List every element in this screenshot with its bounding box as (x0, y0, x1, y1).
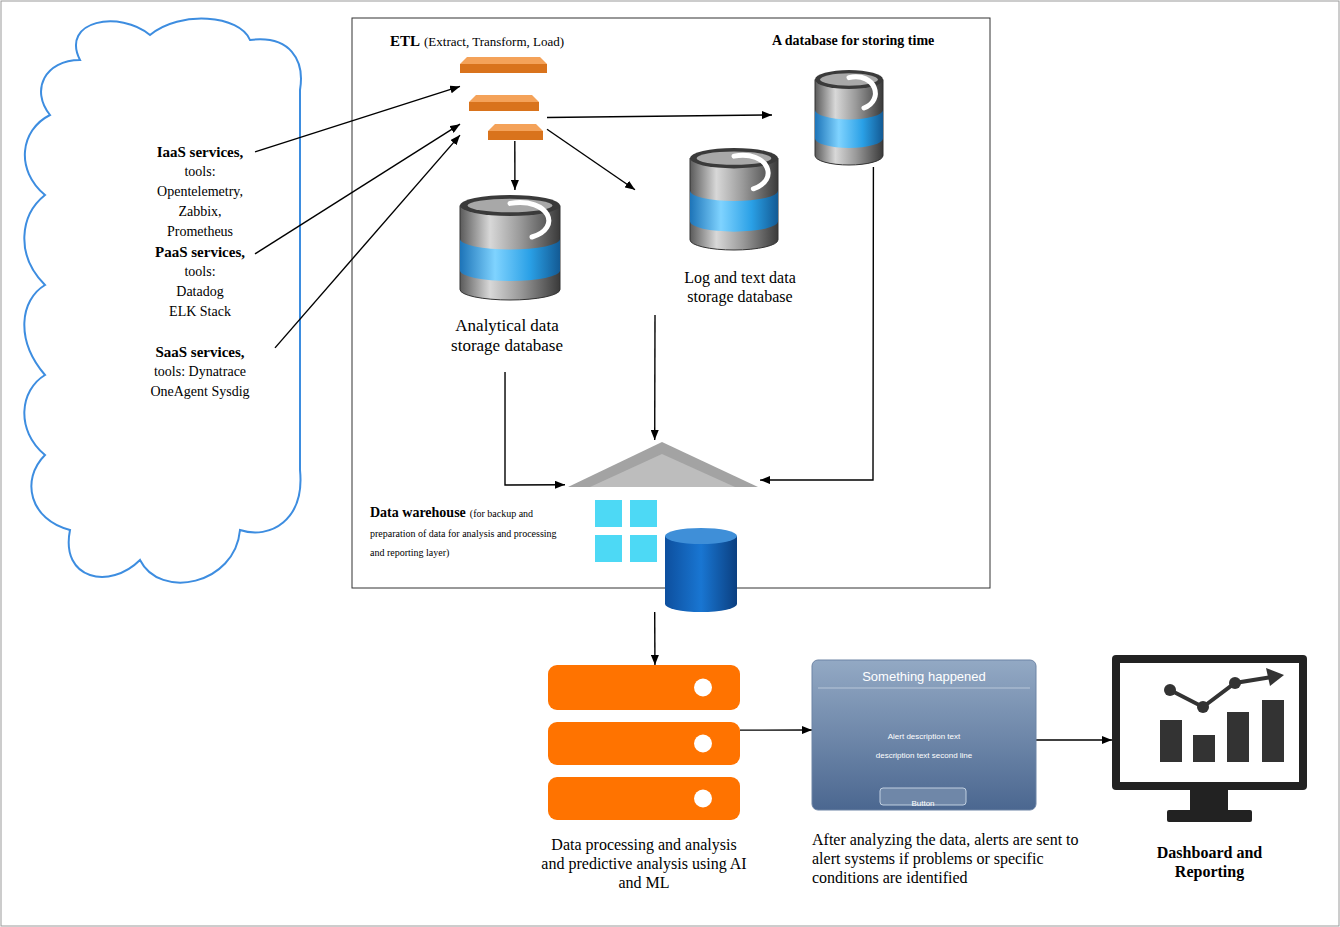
node-text: ETL (390, 33, 420, 49)
node-text: Button (911, 799, 934, 808)
text-block: tools: Dynatrace OneAgent Sysdig (125, 361, 275, 401)
flow-arrow (547, 129, 635, 190)
etl-icon (460, 57, 547, 141)
flow-arrow (255, 86, 460, 151)
cloud-outline (24, 19, 301, 583)
text-block: A database for storing time (772, 30, 967, 50)
flow-arrow (740, 729, 812, 730)
flow-arrow (654, 315, 656, 440)
text-block: tools: Datadog ELK Stack (168, 261, 232, 320)
text-block: Data processing and analysis and predict… (541, 835, 747, 893)
service-group: SaaS services, tools: Dynatrace OneAgent … (125, 342, 275, 401)
node-text: Analytical data storage database (451, 316, 563, 355)
text-block: Dashboard and Reporting (1152, 843, 1267, 881)
house-icon (565, 440, 760, 612)
time-database: A database for storing time (772, 30, 967, 167)
node-text: Log and text data storage database (684, 269, 796, 305)
processing-server: Data processing and analysis and predict… (548, 665, 740, 820)
log-database: Log and text data storage database (635, 148, 835, 315)
etl-process: ETL(Extract, Transform, Load) (460, 57, 547, 141)
flow-arrow (547, 115, 772, 118)
text-block: Log and text data storage database (665, 268, 815, 306)
node-text: After analyzing the data, alerts are sen… (812, 831, 1079, 886)
flow-arrow (255, 124, 460, 254)
flow-arrow (514, 141, 516, 190)
text-block: Something happened (812, 666, 1036, 685)
node-text: Data processing and analysis and predict… (541, 836, 746, 891)
db-icon (815, 70, 883, 165)
node-text: Alert description text description text … (876, 732, 973, 760)
node-text: Data warehouse (370, 505, 466, 520)
flow-arrow (505, 372, 565, 485)
text-block: tools: Opentelemetry, Zabbix, Prometheus (145, 161, 255, 240)
dashboard-monitor: Dashboard and Reporting (1112, 655, 1307, 825)
flow-arrow (654, 612, 656, 665)
node-text: (Extract, Transform, Load) (424, 34, 564, 49)
text-block: After analyzing the data, alerts are sen… (812, 830, 1080, 888)
db-icon (460, 195, 560, 300)
node-text: SaaS services, (155, 344, 244, 360)
text-block: Button (880, 791, 966, 810)
text-block: SaaS services, (125, 342, 275, 361)
text-block: IaaS services, (145, 142, 255, 161)
server-icon (548, 665, 740, 820)
text-block: Data warehouse(for backup and preparatio… (370, 502, 563, 560)
analytical-database: Analytical data storage database (425, 190, 590, 372)
node-text: PaaS services, (155, 244, 245, 260)
text-block: Alert description text description text … (869, 724, 979, 762)
data-warehouse: Data warehouse(for backup and preparatio… (565, 440, 760, 612)
node-text: IaaS services, (157, 144, 244, 160)
node-text: tools: Dynatrace OneAgent Sysdig (150, 364, 249, 399)
text-block: PaaS services, (145, 242, 255, 261)
node-text: Something happened (862, 669, 986, 684)
text-block: ETL (Extract, Transform, Load) (390, 31, 680, 50)
flow-arrow (275, 135, 460, 348)
service-group: PaaS services, tools: Datadog ELK Stack (145, 242, 255, 321)
alert-window: Something happenedAlert description text… (812, 660, 1036, 810)
storage-frame (352, 18, 990, 588)
monitor-icon (1112, 655, 1307, 825)
text-block: Analytical data storage database (432, 316, 582, 357)
node-text: Dashboard and Reporting (1157, 844, 1262, 880)
db-icon (690, 148, 778, 250)
flow-arrow (1036, 739, 1112, 740)
node-text: A database for storing time (772, 33, 934, 48)
node-text: tools: Opentelemetry, Zabbix, Prometheus (157, 164, 243, 238)
node-text: tools: Datadog ELK Stack (169, 264, 231, 319)
service-group: IaaS services, tools: Opentelemetry, Zabb… (145, 142, 255, 240)
